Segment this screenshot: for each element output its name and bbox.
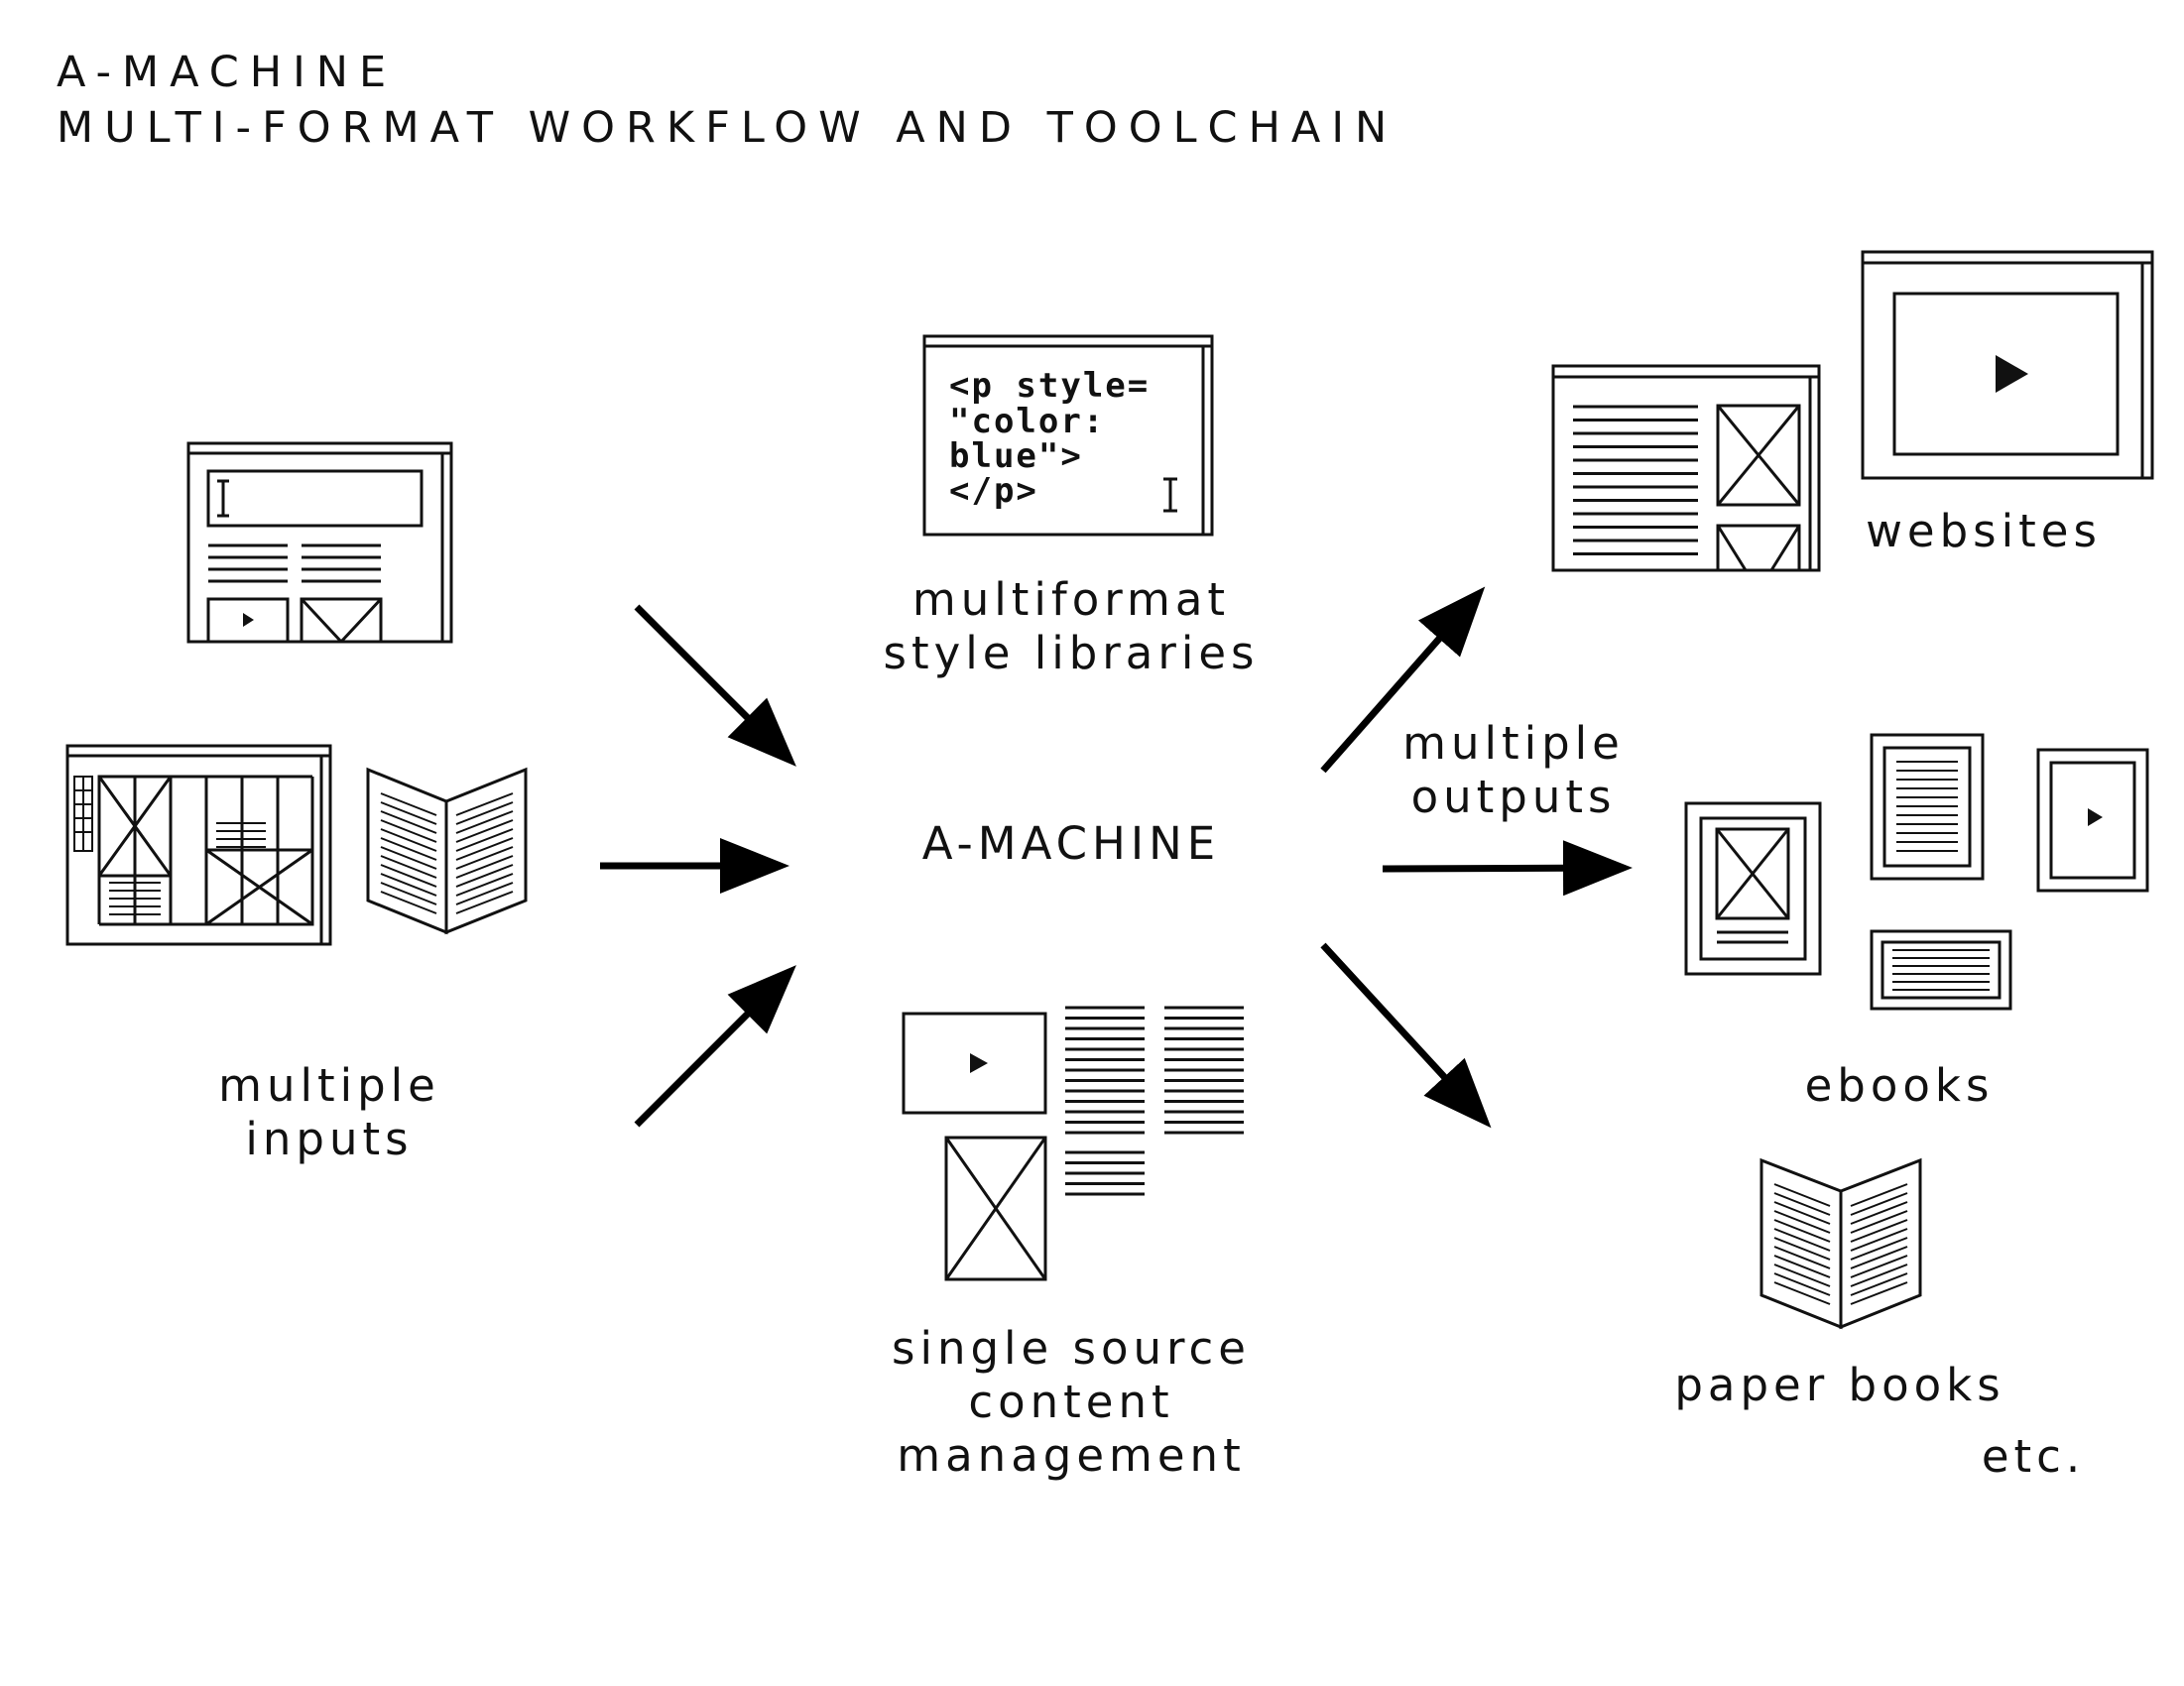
text-columns-icon: [1065, 1006, 1244, 1196]
text-line: [1773, 1201, 1831, 1225]
text-line: [455, 837, 514, 861]
code-line-4: </p>: [949, 471, 1038, 511]
text-line: [380, 819, 437, 843]
style-libraries-line-2: style libraries: [883, 627, 1260, 679]
center-node-a-machine: A-MACHINE: [853, 817, 1289, 871]
text-line: [455, 801, 514, 825]
arrow-input-upper: [634, 604, 796, 767]
label-paper-books: paper books: [1637, 1359, 2043, 1412]
arrow-output-websites: [1320, 586, 1486, 774]
label-multiple-inputs: multiple inputs: [181, 1059, 478, 1166]
text-line: [455, 819, 514, 843]
title-line-1: A-MACHINE: [57, 48, 398, 97]
inputs-line-1: multiple: [218, 1059, 440, 1112]
text-line: [1773, 1183, 1831, 1207]
code-line-2: "color:: [949, 402, 1105, 441]
text-line: [1773, 1272, 1831, 1296]
text-line: [1850, 1219, 1908, 1243]
text-line: [455, 855, 514, 879]
etc-text: etc.: [1981, 1430, 2086, 1483]
arrow-output-ebooks: [1382, 840, 1633, 897]
layout-grid-window-icon: [65, 744, 332, 946]
code-line-3: blue">: [949, 436, 1083, 476]
inputs-line-2: inputs: [245, 1113, 414, 1165]
text-line: [1850, 1183, 1908, 1207]
title-line-2: MULTI-FORMAT WORKFLOW AND TOOLCHAIN: [57, 103, 1398, 153]
text-line: [380, 846, 437, 870]
text-line: [1773, 1246, 1831, 1269]
label-websites: websites: [1835, 505, 2132, 558]
arrow-input-lower: [634, 965, 796, 1128]
ebooks-text: ebooks: [1804, 1059, 1995, 1112]
text-line: [455, 873, 514, 897]
center-label: A-MACHINE: [921, 817, 1221, 870]
text-line: [380, 837, 437, 861]
text-line: [380, 810, 437, 834]
content-line-1: single source: [892, 1322, 1251, 1375]
text-line: [380, 864, 437, 888]
arrow-output-paper-books: [1320, 942, 1492, 1129]
ebook-devices-icon: [1684, 733, 2149, 1011]
code-line-1: <p style=: [949, 366, 1150, 406]
text-line: [1773, 1210, 1831, 1234]
code-editor-window-icon: [922, 334, 1214, 537]
form-window-icon: [186, 441, 453, 644]
text-line: [380, 855, 437, 879]
text-line: [455, 828, 514, 852]
label-multiple-outputs: multiple outputs: [1365, 717, 1662, 824]
text-line: [380, 828, 437, 852]
text-line: [455, 864, 514, 888]
text-line: [1850, 1264, 1908, 1287]
paper-book-icon: [1759, 1157, 1922, 1330]
website-window-icon: [1551, 364, 1821, 572]
label-style-libraries: multiformat style libraries: [853, 573, 1289, 680]
outputs-line-1: multiple: [1402, 717, 1625, 770]
open-book-icon: [366, 767, 528, 935]
text-line: [380, 891, 437, 914]
content-line-3: management: [897, 1429, 1246, 1482]
text-line: [455, 882, 514, 905]
video-block-icon: [902, 1012, 1047, 1115]
text-line: [1850, 1281, 1908, 1305]
label-content-management: single source content management: [853, 1322, 1289, 1483]
style-libraries-line-1: multiformat: [911, 573, 1231, 626]
text-line: [1773, 1237, 1831, 1261]
video-window-icon: [1861, 250, 2154, 480]
content-line-2: content: [968, 1376, 1174, 1428]
text-line: [1850, 1255, 1908, 1278]
text-line: [1850, 1246, 1908, 1269]
label-etc: etc.: [1944, 1430, 2123, 1484]
outputs-line-2: outputs: [1410, 771, 1617, 823]
text-line: [1773, 1228, 1831, 1252]
text-line: [380, 801, 437, 825]
text-line: [1850, 1192, 1908, 1216]
text-line: [455, 792, 514, 816]
input-arrows: [600, 604, 796, 1128]
text-line: [380, 882, 437, 905]
text-line: [380, 873, 437, 897]
text-line: [1773, 1264, 1831, 1287]
paper-books-text: paper books: [1674, 1359, 2005, 1411]
text-line: [1773, 1192, 1831, 1216]
text-line: [1773, 1255, 1831, 1278]
text-line: [1850, 1272, 1908, 1296]
text-line: [455, 891, 514, 914]
text-line: [1850, 1237, 1908, 1261]
websites-text: websites: [1866, 505, 2102, 557]
text-line: [1850, 1201, 1908, 1225]
text-line: [1850, 1210, 1908, 1234]
label-ebooks: ebooks: [1751, 1059, 2048, 1113]
text-line: [1773, 1281, 1831, 1305]
text-line: [380, 792, 437, 816]
text-line: [1850, 1228, 1908, 1252]
image-placeholder-icon: [944, 1136, 1047, 1281]
text-line: [455, 810, 514, 834]
output-arrows: [1320, 586, 1633, 1129]
text-line: [1773, 1219, 1831, 1243]
text-line: [455, 846, 514, 870]
